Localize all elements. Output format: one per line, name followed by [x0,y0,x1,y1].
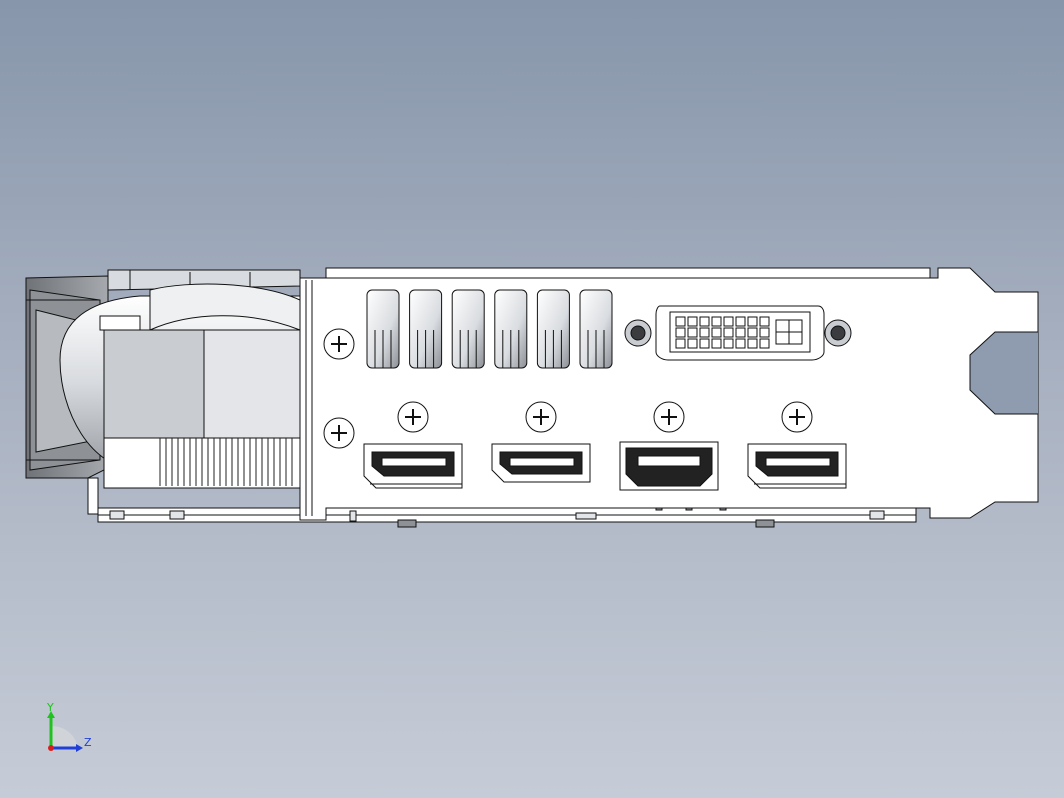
dvi-pin [675,316,686,327]
graphics-card-model[interactable] [25,267,1039,528]
dvi-pin [711,316,722,327]
displayport-2[interactable] [491,443,591,483]
dvi-pin [759,316,770,327]
dvi-pin [687,327,698,338]
dvi-pin [699,338,710,349]
heatsink-block [99,315,301,489]
dvi-pin [747,338,758,349]
bracket-screw [323,328,355,360]
bracket-screw [397,401,429,433]
dvi-pin [711,338,722,349]
dvi-pin [723,338,734,349]
vent-slot [451,289,485,369]
heatsink-fins [159,438,293,486]
dvi-pin [687,338,698,349]
y-axis-label: Y [46,701,54,714]
dvi-pin [735,338,746,349]
y-arrowhead [47,711,55,718]
vent-slots [366,289,613,369]
dvi-pin [723,327,734,338]
bracket-screw [653,401,685,433]
dvi-pin [687,316,698,327]
vent-slot [366,289,400,369]
bracket-screw [525,401,557,433]
bracket-screw [781,401,813,433]
dvi-pin [675,338,686,349]
displayport-1[interactable] [363,443,463,489]
displayport-3[interactable] [747,443,847,489]
hdmi-port[interactable] [619,441,719,491]
dvi-pin [723,316,734,327]
dvi-pin [747,316,758,327]
dvi-pin [747,327,758,338]
vent-slot [409,289,443,369]
z-arrowhead [76,744,83,752]
dvi-pin [735,327,746,338]
dvi-pin [735,316,746,327]
vent-slot [494,289,528,369]
triad-shadow [51,726,78,748]
dvi-pin [759,338,770,349]
dvi-connector[interactable] [624,305,852,361]
orientation-triad: Y Z [46,701,92,752]
vent-slot [536,289,570,369]
z-axis-label: Z [84,736,92,749]
bracket-screw [323,417,355,449]
dvi-pin [675,327,686,338]
dvi-pin [699,327,710,338]
vent-slot [579,289,613,369]
dvi-pin [699,316,710,327]
dvi-pin [759,327,770,338]
dvi-pin [711,327,722,338]
bracket-screws [323,328,813,449]
x-axis-origin [48,745,54,751]
